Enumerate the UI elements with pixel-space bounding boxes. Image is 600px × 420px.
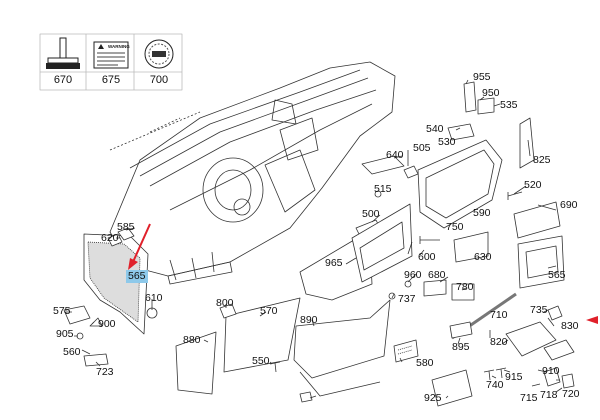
part-label-890[interactable]: 550	[252, 355, 270, 367]
part-label-520[interactable]: 520	[524, 179, 542, 191]
part-label-620[interactable]: 500	[362, 208, 380, 220]
part-label-680[interactable]: 780	[456, 281, 474, 293]
part-label-955[interactable]: 955	[473, 71, 491, 83]
reference-box-670[interactable]: 670	[40, 34, 86, 88]
part-label-895[interactable]: 580	[416, 357, 434, 369]
part-label-515[interactable]: 515	[374, 183, 392, 195]
part-label-530[interactable]: 530	[438, 136, 456, 148]
reference-box-675[interactable]: WARNING 675	[88, 34, 134, 88]
part-label-610[interactable]: 737	[398, 293, 416, 305]
reference-label-675: 675	[101, 74, 121, 86]
part-label-718[interactable]: 715	[520, 392, 538, 404]
seal-icon	[144, 39, 174, 69]
part-label-640[interactable]: 640	[386, 149, 404, 161]
part-label-505[interactable]: 505	[413, 142, 431, 154]
part-label-540[interactable]: 540	[426, 123, 444, 135]
part-label-500[interactable]: 750	[446, 221, 464, 233]
reference-box-700[interactable]: 700	[136, 34, 182, 88]
part-label-690[interactable]: 690	[560, 199, 578, 211]
selection-arrow	[132, 223, 151, 263]
part-label-905[interactable]: 560	[63, 346, 81, 358]
part-label-965[interactable]: 960	[404, 269, 422, 281]
tool-icon	[46, 37, 80, 69]
part-label-830[interactable]: 800	[216, 297, 234, 309]
part-label-560[interactable]: 710	[490, 309, 508, 321]
part-label-820[interactable]: 880	[183, 334, 201, 346]
part-label-575[interactable]: 900	[98, 318, 116, 330]
part-label-780[interactable]: 565	[548, 269, 566, 281]
part-label-550[interactable]: 895	[452, 341, 470, 353]
part-label-960[interactable]: 680	[428, 269, 446, 281]
part-label-600[interactable]: 965	[325, 257, 343, 269]
part-label-950[interactable]: 950	[482, 87, 500, 99]
part-label-910[interactable]: 915	[505, 371, 523, 383]
part-label-715[interactable]: 720	[562, 388, 580, 400]
part-label-825[interactable]: 825	[533, 154, 551, 166]
part-label-740[interactable]: 718	[540, 389, 558, 401]
part-label-710[interactable]: 820	[490, 336, 508, 348]
part-label-630[interactable]: 600	[418, 251, 436, 263]
part-label-723[interactable]: 910	[542, 365, 560, 377]
part-label-900[interactable]: 905	[56, 328, 74, 340]
part-label-590[interactable]: 585	[117, 221, 135, 233]
part-label-535[interactable]: 535	[500, 99, 518, 111]
part-label-750[interactable]: 630	[474, 251, 492, 263]
part-label-565-selected[interactable]: 565	[126, 270, 148, 283]
part-label-735[interactable]: 830	[561, 320, 579, 332]
part-label-595[interactable]: 610	[145, 292, 163, 304]
part-label-580[interactable]: 723	[96, 366, 114, 378]
reference-label-670: 670	[53, 74, 73, 86]
part-label-915[interactable]: 740	[486, 379, 504, 391]
part-label-880[interactable]: 890	[300, 314, 318, 326]
part-label-570[interactable]: 575	[53, 305, 71, 317]
reference-label-700: 700	[149, 74, 169, 86]
part-label-585[interactable]: 620	[101, 232, 119, 244]
warning-label-text: WARNING	[108, 44, 130, 49]
part-label-510[interactable]: 590	[473, 207, 491, 219]
warning-label-icon	[93, 41, 129, 69]
part-label-800[interactable]: 570	[260, 305, 278, 317]
part-label-737[interactable]: 735	[530, 304, 548, 316]
position-marker-icon	[586, 316, 598, 324]
part-label-720[interactable]: 925	[424, 392, 442, 404]
selection-arrowhead	[128, 258, 138, 270]
